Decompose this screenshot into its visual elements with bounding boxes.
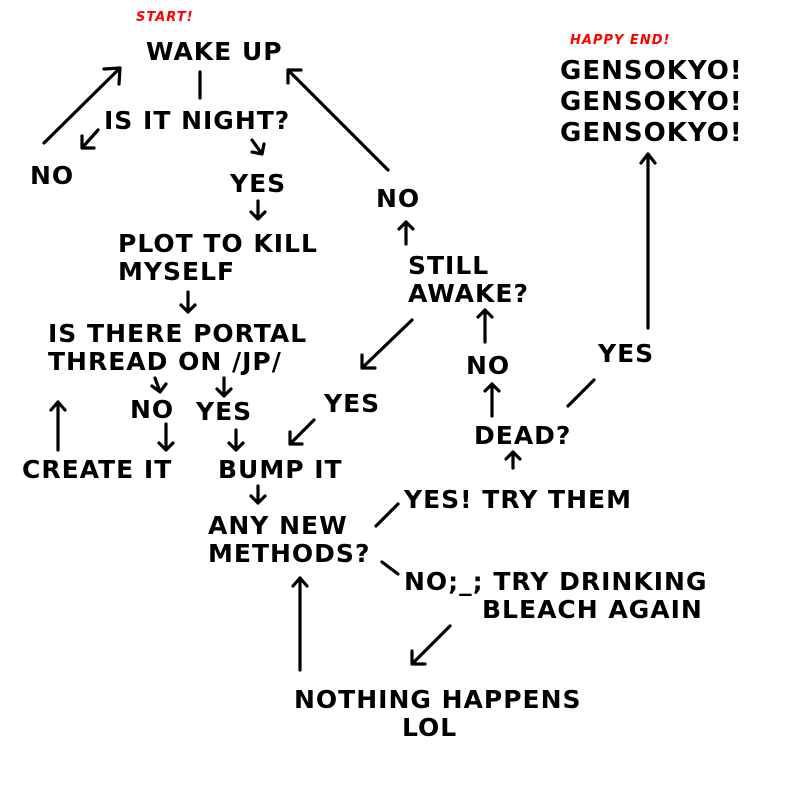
node-gensokyo-line-3: GENSOKYO! [560, 118, 743, 148]
arrow-night-to-no [80, 128, 100, 150]
node-yes-awake: YES [324, 389, 381, 418]
node-create-it: CREATE IT [22, 455, 173, 484]
connector-methods-no [380, 560, 400, 576]
arrow-portal-to-yes [215, 376, 233, 398]
node-wake-up: WAKE UP [146, 37, 283, 66]
arrow-plot-to-portal [179, 290, 197, 314]
arrow-nothing-to-methods [291, 576, 309, 672]
node-is-it-night: IS IT NIGHT? [104, 106, 291, 135]
node-awake-line-2: AWAKE? [408, 279, 529, 308]
node-portal-line-2: THREAD ON /JP/ [48, 347, 282, 376]
node-no-night: NO [30, 161, 75, 190]
arrow-no-to-wakeup [42, 66, 122, 145]
arrow-awake-to-no [397, 220, 415, 246]
node-gensokyo-line-2: GENSOKYO! [560, 87, 743, 117]
node-plot-line-1: PLOT TO KILL [118, 229, 318, 258]
arrow-portal-to-no [150, 376, 168, 394]
node-portal-line-1: IS THERE PORTAL [48, 319, 308, 348]
arrow-yes-awake-to-bump [288, 418, 316, 446]
node-no-awake: NO [376, 184, 421, 213]
node-yes-try-them: YES! TRY THEM [404, 485, 632, 514]
node-bump-it: BUMP IT [218, 455, 343, 484]
node-methods-line-2: METHODS? [208, 539, 371, 568]
node-yes-thread: YES [196, 397, 253, 426]
node-yes-dead: YES [598, 339, 655, 368]
arrow-bleach-to-nothing [410, 624, 452, 666]
arrow-no-to-create [157, 422, 175, 452]
connector-dead-yes [566, 378, 596, 408]
arrow-awake-to-yes [360, 318, 414, 370]
node-nothing-line-1: NOTHING HAPPENS [294, 685, 582, 714]
node-still-awake: STILL AWAKE? [408, 252, 529, 308]
start-marker: START! [136, 10, 194, 25]
node-gensokyo: GENSOKYO! GENSOKYO! GENSOKYO! [560, 56, 743, 149]
arrow-dead-to-no [483, 382, 501, 418]
node-no-bleach: NO;_; TRY DRINKING BLEACH AGAIN [404, 568, 707, 624]
arrow-bump-to-methods [249, 484, 267, 505]
node-methods-line-1: ANY NEW [208, 511, 348, 540]
node-plot-line-2: MYSELF [118, 257, 236, 286]
node-nothing-happens: NOTHING HAPPENS LOL [294, 686, 582, 742]
node-bleach-line-2: BLEACH AGAIN [482, 595, 703, 624]
node-plot: PLOT TO KILL MYSELF [118, 230, 318, 286]
node-bleach-line-1: NO;_; TRY DRINKING [404, 567, 708, 596]
node-no-thread: NO [130, 395, 175, 424]
arrow-create-to-portal [49, 400, 67, 452]
arrow-no-to-awake [476, 308, 494, 344]
node-awake-line-1: STILL [408, 251, 490, 280]
arrow-yes-to-gensokyo [639, 152, 657, 330]
node-yes-night: YES [230, 169, 287, 198]
node-any-new-methods: ANY NEW METHODS? [208, 512, 370, 568]
node-portal-thread: IS THERE PORTAL THREAD ON /JP/ [48, 320, 307, 376]
arrow-no-to-wakeup-right [286, 68, 390, 172]
node-nothing-line-2: LOL [402, 713, 458, 742]
arrow-try-to-dead [504, 450, 522, 470]
arrow-night-to-yes [250, 138, 266, 156]
happy-end-marker: HAPPY END! [570, 33, 671, 48]
node-gensokyo-line-1: GENSOKYO! [560, 56, 743, 86]
node-no-dead: NO [466, 351, 511, 380]
connector-methods-yes [374, 502, 400, 528]
arrow-yes-to-bump [227, 428, 245, 452]
node-dead: DEAD? [474, 421, 572, 450]
arrow-yes-to-plot [249, 199, 267, 221]
